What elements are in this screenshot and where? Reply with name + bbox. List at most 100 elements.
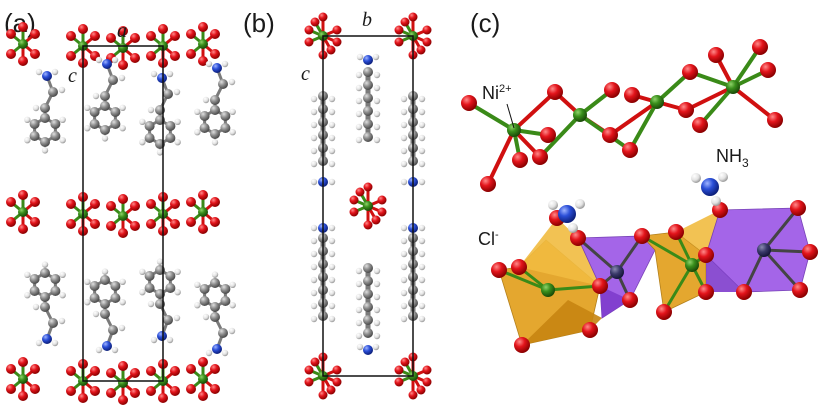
- oxygen-atom: [30, 29, 40, 39]
- hydrogen-atom: [328, 289, 336, 297]
- nickel-atom: [18, 374, 28, 384]
- hydrogen-atom: [174, 118, 181, 126]
- hydrogen-atom: [355, 97, 363, 105]
- hydrogen-atom: [59, 271, 66, 278]
- carbon-atom: [108, 325, 118, 335]
- oxygen-atom: [491, 262, 507, 278]
- panel-label-b: (b): [243, 8, 275, 38]
- oxygen-atom: [210, 364, 220, 374]
- oxygen-atom: [18, 22, 28, 32]
- oxygen-atom: [66, 31, 76, 41]
- oxygen-atom: [186, 49, 196, 59]
- oxygen-atom: [158, 393, 168, 403]
- hydrogen-atom: [139, 118, 146, 126]
- carbon-atom: [29, 131, 40, 141]
- hydrogen-atom: [92, 92, 100, 100]
- oxygen-atom: [118, 194, 128, 204]
- oxygen-atom: [570, 230, 586, 246]
- hydrogen-atom: [139, 139, 146, 146]
- oxygen-atom: [186, 384, 196, 394]
- hydrogen-atom: [400, 108, 408, 116]
- oxygen-atom: [602, 127, 618, 143]
- oxygen-atom: [118, 361, 128, 371]
- hydrogen-atom: [24, 292, 31, 299]
- oxygen-atom: [363, 220, 373, 230]
- hydrogen-atom: [328, 250, 336, 258]
- hydrogen-atom: [418, 250, 426, 258]
- hydrogen-atom: [400, 315, 408, 323]
- hydrogen-atom: [328, 237, 336, 245]
- carbon-atom: [110, 119, 121, 129]
- hydrogen-atom: [373, 332, 381, 340]
- hydrogen-atom: [310, 95, 318, 103]
- oxygen-atom: [752, 39, 768, 55]
- oxygen-atom: [514, 337, 530, 353]
- oxygen-atom: [656, 304, 672, 320]
- hydrogen-atom: [328, 134, 336, 142]
- carbon-atom: [165, 121, 176, 131]
- panel-a-atoms: [6, 22, 236, 405]
- oxygen-atom: [512, 152, 528, 168]
- oxygen-atom: [66, 199, 76, 209]
- carbon-atom: [163, 89, 173, 99]
- oxygen-atom: [6, 197, 16, 207]
- hydrogen-atom: [229, 108, 236, 116]
- nitrogen-atom: [363, 55, 373, 65]
- carbon-atom: [220, 123, 231, 133]
- hydrogen-atom: [328, 147, 336, 155]
- oxygen-atom: [118, 228, 128, 238]
- oxygen-atom: [682, 64, 698, 80]
- hydrogen-atom: [211, 271, 219, 278]
- oxygen-atom: [790, 200, 806, 216]
- oxygen-atom: [318, 390, 328, 400]
- hydrogen-atom: [118, 324, 126, 332]
- oxygen-atom: [130, 368, 140, 378]
- ni-label: Ni2+: [482, 83, 512, 103]
- hydrogen-atom: [147, 106, 155, 114]
- hydrogen-atom: [373, 319, 381, 327]
- hydrogen-atom: [139, 289, 146, 296]
- hydrogen-atom: [35, 68, 43, 76]
- carbon-atom: [163, 315, 173, 325]
- hydrogen-atom: [328, 160, 336, 168]
- hydrogen-atom: [310, 276, 318, 284]
- hydrogen-atom: [310, 237, 318, 245]
- carbon-atom: [100, 309, 110, 319]
- oxygen-atom: [394, 365, 404, 375]
- oxygen-atom: [540, 127, 556, 143]
- panel-b-atoms: [304, 12, 432, 400]
- nickel-atom: [198, 39, 208, 49]
- hydrogen-atom: [211, 139, 219, 146]
- nickel-atom: [118, 378, 128, 388]
- hydrogen-atom: [205, 349, 213, 357]
- oxygen-atom: [326, 45, 336, 55]
- oxygen-atom: [146, 51, 156, 61]
- oxygen-atom: [106, 201, 116, 211]
- oxygen-atom: [698, 284, 714, 300]
- hydrogen-atom: [310, 160, 318, 168]
- hydrogen-atom: [58, 317, 66, 325]
- oxygen-atom: [66, 51, 76, 61]
- panel-a-axis-top: a: [117, 20, 127, 42]
- carbon-atom: [144, 121, 155, 131]
- carbon-atom: [89, 107, 100, 117]
- oxygen-atom: [326, 385, 336, 395]
- oxygen-atom: [394, 377, 404, 387]
- hydrogen-atom: [310, 315, 318, 323]
- oxygen-atom: [736, 284, 752, 300]
- hydrogen-atom: [202, 313, 210, 321]
- nickel-atom: [198, 374, 208, 384]
- oxygen-atom: [30, 384, 40, 394]
- hydrogen-atom: [355, 293, 363, 301]
- hydrogen-atom: [418, 237, 426, 245]
- bond: [486, 128, 516, 186]
- oxygen-atom: [18, 190, 28, 200]
- hydrogen-atom: [400, 237, 408, 245]
- nickel-atom: [573, 108, 587, 122]
- bond: [467, 101, 516, 132]
- hydrogen-atom: [400, 121, 408, 129]
- oxygen-atom: [198, 391, 208, 401]
- oxygen-atom: [371, 215, 381, 225]
- oxygen-atom: [170, 31, 180, 41]
